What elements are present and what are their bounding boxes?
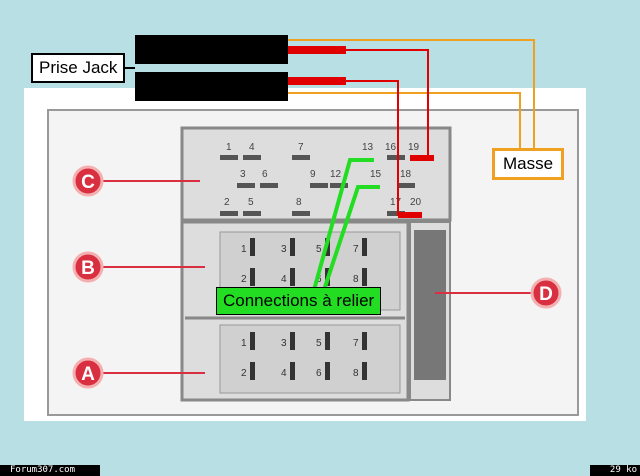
svg-text:4: 4	[249, 142, 255, 153]
svg-text:2: 2	[241, 368, 247, 379]
svg-text:4: 4	[281, 274, 287, 285]
svg-text:19: 19	[408, 142, 420, 153]
svg-text:8: 8	[296, 197, 302, 208]
svg-text:6: 6	[316, 274, 322, 285]
badge-c: C	[72, 165, 104, 197]
svg-text:C: C	[81, 172, 95, 193]
svg-text:1: 1	[241, 244, 247, 255]
svg-text:4: 4	[281, 368, 287, 379]
connector-a-body	[219, 324, 401, 394]
connector-d-body	[414, 230, 446, 380]
badge-a: A	[72, 357, 104, 389]
svg-text:3: 3	[240, 169, 246, 180]
svg-text:12: 12	[330, 169, 342, 180]
svg-text:3: 3	[281, 338, 287, 349]
svg-text:1: 1	[241, 338, 247, 349]
svg-text:6: 6	[262, 169, 268, 180]
connector-c-pin-numbers: 1 4 7 13 16 19 3 6 9 12 15 18 2 5 8 17 20	[224, 142, 422, 208]
svg-text:9: 9	[310, 169, 316, 180]
connector-c-housing	[180, 126, 452, 222]
svg-text:8: 8	[353, 274, 359, 285]
prise-jack-label: Prise Jack	[31, 53, 126, 83]
badge-b: B	[72, 251, 104, 283]
connector-c-pins	[220, 155, 415, 216]
connections-label: Connections à relier	[216, 287, 382, 315]
svg-text:20: 20	[410, 197, 422, 208]
wires	[288, 39, 535, 291]
svg-text:17: 17	[390, 197, 402, 208]
svg-text:A: A	[81, 364, 95, 385]
svg-text:2: 2	[241, 274, 247, 285]
svg-text:5: 5	[316, 338, 322, 349]
svg-text:2: 2	[224, 197, 230, 208]
footer-site: Forum307.com	[0, 465, 100, 476]
svg-text:13: 13	[362, 142, 374, 153]
svg-text:5: 5	[248, 197, 254, 208]
footer-size: 29 ko	[590, 465, 640, 476]
badge-d: D	[530, 277, 562, 309]
svg-text:7: 7	[298, 142, 304, 153]
connector-ab-pin-numbers: 1 3 5 7 2 4 6 8 1 3 5 7 2 4 6 8	[241, 244, 359, 379]
svg-text:7: 7	[353, 338, 359, 349]
jack-plug-top	[135, 35, 288, 64]
svg-text:18: 18	[400, 169, 412, 180]
svg-text:D: D	[539, 284, 553, 305]
svg-text:8: 8	[353, 368, 359, 379]
svg-text:5: 5	[316, 244, 322, 255]
svg-text:3: 3	[281, 244, 287, 255]
svg-text:7: 7	[353, 244, 359, 255]
svg-text:16: 16	[385, 142, 397, 153]
masse-label: Masse	[492, 148, 565, 180]
svg-text:6: 6	[316, 368, 322, 379]
svg-text:1: 1	[226, 142, 232, 153]
svg-text:B: B	[81, 258, 95, 279]
jack-plug-bottom	[135, 72, 288, 101]
svg-text:15: 15	[370, 169, 382, 180]
